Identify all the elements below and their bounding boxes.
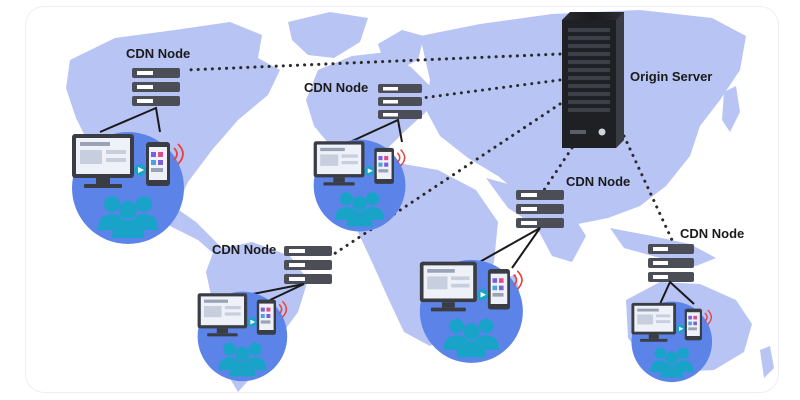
user-group-icon [334, 192, 385, 227]
link-origin-asia [538, 134, 582, 198]
wifi-signal-icon [704, 309, 713, 325]
wifi-signal-icon [278, 300, 288, 318]
cdn-node-stack-icon [284, 246, 332, 284]
europe-landmass [306, 52, 430, 160]
cdn-node-north-america [132, 68, 180, 106]
desktop-computer-icon [72, 134, 134, 188]
user-cluster-oceania [631, 301, 713, 383]
cdn-node-stack-icon [516, 190, 564, 228]
smartphone-icon [684, 308, 702, 341]
smartphone-icon [256, 299, 276, 335]
cdn-node-oceania [648, 244, 694, 282]
user-cluster-europe [313, 139, 406, 232]
cdn-label-asia: CDN Node [566, 174, 630, 189]
user-group-icon [98, 196, 158, 238]
cdn-label-north-america: CDN Node [126, 46, 190, 61]
greenland-landmass [288, 12, 368, 58]
cdn-label-south-america: CDN Node [212, 242, 276, 257]
smartphone-icon [146, 142, 170, 186]
cdn-node-europe [378, 84, 422, 119]
user-group-icon [650, 347, 694, 378]
cdn-label-oceania: CDN Node [680, 226, 744, 241]
connection-links [184, 52, 674, 256]
wifi-signal-icon [396, 148, 406, 167]
smartphone-icon [374, 147, 394, 184]
central-america-landmass [176, 208, 224, 254]
user-group-icon [443, 318, 499, 358]
user-group-icon [218, 342, 267, 377]
smartphone-icon [487, 269, 510, 310]
user-cluster-north-america [72, 132, 184, 244]
link-origin-north-america [184, 52, 562, 72]
desktop-computer-icon [631, 302, 677, 342]
link-origin-europe [420, 78, 562, 100]
cdn-node-asia [516, 190, 564, 228]
cdn-label-europe: CDN Node [304, 80, 368, 95]
wifi-signal-icon [173, 143, 184, 165]
cdn-node-stack-icon [648, 244, 694, 282]
japan-landmass [722, 86, 740, 132]
desktop-computer-icon [419, 261, 477, 312]
link-origin-oceania [622, 134, 674, 242]
origin-server-label: Origin Server [630, 69, 712, 84]
desktop-computer-icon [313, 141, 365, 186]
cdn-node-south-america [284, 246, 332, 284]
cdn-node-stack-icon [132, 68, 180, 106]
new-zealand-landmass [760, 346, 774, 378]
user-cluster-asia [419, 259, 523, 363]
user-cluster-south-america [197, 291, 288, 382]
cdn-node-stack-icon [378, 84, 422, 119]
origin-server-icon [562, 12, 624, 148]
node-to-users-lines [99, 106, 695, 305]
wifi-signal-icon [513, 270, 523, 290]
desktop-computer-icon [197, 293, 248, 337]
